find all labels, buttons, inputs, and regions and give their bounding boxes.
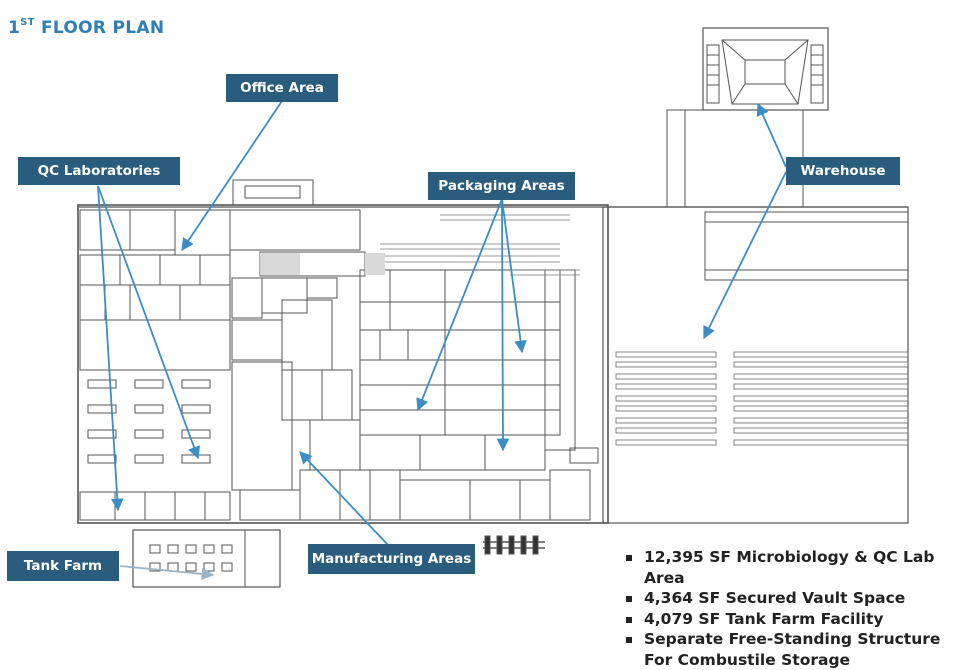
fact-item: 4,079 SF Tank Farm Facility <box>624 609 969 630</box>
tank-farm-arrow <box>119 565 215 581</box>
qc-arrow-1 <box>97 185 124 512</box>
fact-item: Separate Free-Standing Structure For Com… <box>624 629 969 670</box>
qc-arrow-2 <box>97 185 201 460</box>
packaging-arrow-2 <box>501 198 527 354</box>
title-prefix: 1 <box>8 18 21 38</box>
packaging-rooms <box>359 269 576 471</box>
callout-arrows <box>97 100 787 546</box>
warehouse-racks <box>615 351 909 446</box>
title-rest: FLOOR PLAN <box>34 18 165 38</box>
tank-farm-building <box>132 529 281 588</box>
free-standing-structure <box>483 535 545 555</box>
packaging-areas-label: Packaging Areas <box>428 172 575 200</box>
fact-item: 4,364 SF Secured Vault Space <box>624 588 969 609</box>
facility-facts-list: 12,395 SF Microbiology & QC Lab Area 4,3… <box>624 547 969 670</box>
warehouse-arrow-2 <box>703 171 787 340</box>
packaging-arrow-3 <box>496 198 510 452</box>
office-area-label: Office Area <box>226 74 338 102</box>
packaging-arrow-1 <box>416 198 503 412</box>
manufacturing-rooms <box>299 447 599 521</box>
qc-lab-rooms <box>79 209 231 521</box>
tank-farm-label: Tank Farm <box>7 551 119 581</box>
manufacturing-arrow <box>299 451 389 546</box>
warehouse-block <box>602 206 909 524</box>
fact-item: 12,395 SF Microbiology & QC Lab Area <box>624 547 969 588</box>
main-building-outline <box>77 204 609 524</box>
page-title: 1ST FLOOR PLAN <box>8 17 165 38</box>
title-superscript: ST <box>20 17 35 28</box>
warehouse-arrow-1 <box>756 102 787 168</box>
qc-laboratories-label: QC Laboratories <box>18 157 180 185</box>
warehouse-label: Warehouse <box>786 157 900 185</box>
manufacturing-areas-label: Manufacturing Areas <box>308 544 475 574</box>
office-area-arrow <box>181 100 283 252</box>
